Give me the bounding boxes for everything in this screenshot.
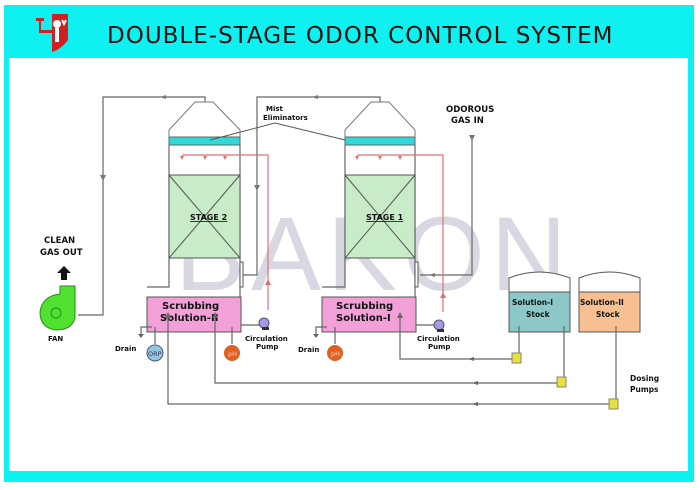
fan-icon [39, 266, 76, 331]
circulation-pump-1-icon [433, 319, 445, 332]
stock-1-label-2: Stock [526, 310, 551, 319]
circ-pump-1-label-1: Circulation [417, 335, 460, 343]
ph-2-label: pH [228, 350, 237, 358]
drain-label-1: Drain [298, 346, 319, 354]
mist-label-1: Mist [266, 105, 284, 113]
clean-gas-label-1: CLEAN [44, 236, 75, 246]
odorous-gas-label-1: ODOROUS [446, 105, 494, 115]
circulation-pump-2-icon [258, 317, 270, 330]
stock-1-label-1: Solution-I [512, 298, 553, 307]
stage-1-label: STAGE 1 [366, 213, 404, 222]
orp-sensor-icon [146, 344, 164, 362]
sump-1-label-1: Scrubbing [336, 301, 393, 312]
sump-2-label-2: Solution-II [160, 313, 218, 324]
mist-eliminator [168, 136, 241, 146]
sump-solution-2 [146, 296, 242, 333]
dosing-label-2: Pumps [630, 385, 659, 394]
logo-icon [36, 14, 68, 52]
clean-gas-label-2: GAS OUT [40, 248, 83, 258]
stock-2-label-2: Stock [596, 310, 621, 319]
dosing-lines [165, 312, 617, 406]
solution-1-stock-tank: Solution-I Stock [508, 271, 571, 333]
page-title: DOUBLE-STAGE ODOR CONTROL SYSTEM [107, 23, 613, 49]
orp-label: ORP [148, 350, 162, 358]
circ-pump-2-label-2: Pump [256, 343, 278, 351]
sump-2-label-1: Scrubbing [162, 301, 219, 312]
dosing-pump-1-icon [511, 352, 522, 364]
ph-sensor-2-icon [224, 345, 240, 361]
sump-1-label-2: Solution-I [336, 313, 391, 324]
mist-label-2: Eliminators [263, 114, 308, 122]
dosing-pump-2-icon [556, 376, 567, 388]
drain-label-2: Drain [115, 345, 136, 353]
ph-sensor-1-icon [327, 345, 343, 361]
stage-2-label: STAGE 2 [190, 213, 227, 222]
solution-2-stock-tank: Solution-II Stock [578, 271, 641, 333]
circ-pump-2-label-1: Circulation [245, 335, 288, 343]
tower-stage-2: STAGE 2 Scrubbing Solution-II [146, 101, 271, 333]
fan-label: FAN [48, 335, 63, 343]
arrow-up-icon [57, 266, 71, 280]
mist-eliminator [344, 136, 416, 146]
ph-1-label: pH [331, 350, 340, 358]
tower-stage-1: STAGE 1 Scrubbing Solution-I [321, 101, 446, 333]
stock-2-label-1: Solution-II [580, 298, 624, 307]
gas-lines [78, 95, 475, 316]
odorous-gas-label-2: GAS IN [451, 116, 484, 126]
dosing-label-1: Dosing [630, 374, 659, 383]
dosing-pump-3-icon [608, 398, 619, 410]
circ-pump-1-label-2: Pump [428, 343, 450, 351]
